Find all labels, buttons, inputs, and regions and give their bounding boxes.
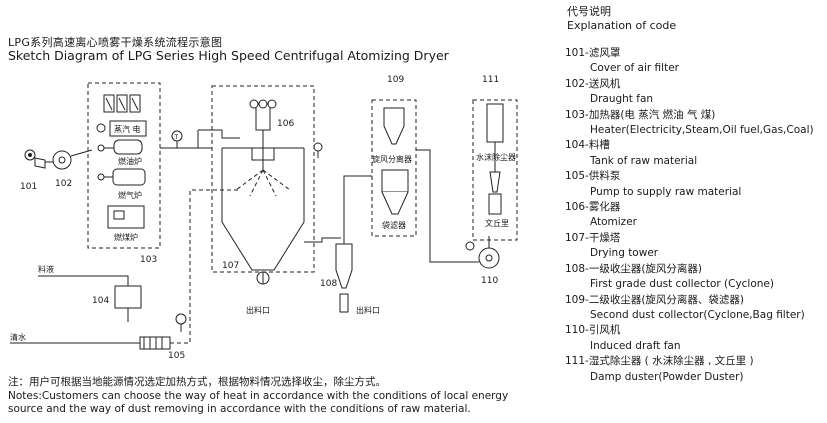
legend-item: 108-一级收尘器(旋风分离器) First grade dust collect… [565, 262, 814, 293]
diagram-title-cn: LPG系列高速离心喷雾干燥系统流程示意图 [8, 36, 223, 49]
notes-cn: 注：用户可根据当地能源情况选定加热方式，根据物料情况选择收尘，除尘方式。 [8, 376, 386, 388]
feed-pump-105 [139, 336, 171, 350]
duct-to-fan [416, 149, 472, 263]
process-flow-diagram: 101 102 蒸汽 电 燃油炉 燃气炉 燃煤炉 103 T [10, 75, 518, 361]
oil-furnace-label: 燃油炉 [118, 156, 142, 166]
label-110: 110 [481, 276, 498, 286]
legend-header: 代号说明 Explanation of code [567, 5, 676, 33]
label-111: 111 [482, 75, 499, 85]
pressure-gauge-tower-icon [313, 142, 323, 152]
flow-meter-icon [175, 313, 187, 325]
legend-code-en: Second dust collector(Cyclone,Bag filter… [590, 308, 805, 321]
diagram-title-en: Sketch Diagram of LPG Series High Speed … [8, 48, 449, 63]
svg-text:T: T [174, 134, 179, 141]
legend-code-en: Cover of air filter [590, 62, 679, 75]
raw-liquid-pipe [38, 275, 129, 286]
air-filter-cover-101 [24, 149, 46, 169]
label-104: 104 [92, 296, 109, 306]
clean-water-label: 清水 [10, 332, 26, 342]
second-collector-box-109 [371, 99, 417, 237]
coal-furnace-label: 燃煤炉 [114, 232, 138, 242]
legend-header-en: Explanation of code [567, 19, 677, 32]
pressure-gauge-fan-icon [465, 241, 475, 251]
legend-item: 107-干燥塔 Drying tower [565, 231, 814, 262]
bag-filter-109 [381, 169, 409, 215]
cyclone-separator-label: 旋风分离器 [372, 154, 412, 164]
legend-code-cn: 109-二级收尘器(旋风分离器、袋滤器) [565, 293, 745, 306]
legend-item: 109-二级收尘器(旋风分离器、袋滤器) Second dust collecto… [565, 293, 814, 324]
notes: 注：用户可根据当地能源情况选定加热方式，根据物料情况选择收尘，除尘方式。 Not… [8, 376, 508, 417]
gas-furnace-icon [97, 168, 146, 186]
electric-heater-icon [103, 94, 141, 113]
label-109: 109 [387, 75, 404, 85]
legend-item: 102-送风机 Draught fan [565, 77, 814, 108]
venturi-label: 文丘里 [485, 218, 509, 228]
legend-code-en: First grade dust collector (Cyclone) [590, 278, 774, 291]
oil-furnace-icon [97, 139, 143, 155]
legend-item: 111-湿式除尘器 ( 水沫除尘器 , 文丘里 ) Damp duster(Pow… [565, 354, 814, 385]
legend-item: 104-料槽 Tank of raw material [565, 138, 814, 169]
label-106: 106 [277, 119, 294, 129]
venturi-111 [488, 171, 502, 215]
legend-code-cn: 105-供料泵 [565, 170, 621, 183]
legend-code-cn: 101-滤风罩 [565, 47, 621, 59]
legend-code-en: Tank of raw material [590, 154, 698, 167]
cyclone-separator-109 [383, 107, 405, 145]
label-105: 105 [168, 351, 185, 361]
legend-item: 101-滤风罩 Cover of air filter [565, 46, 814, 77]
label-103: 103 [140, 255, 157, 265]
legend-code-cn: 110-引风机 [565, 324, 621, 337]
legend-code-cn: 107-干燥塔 [565, 231, 621, 244]
coal-furnace-icon [107, 205, 145, 229]
damp-duster-box-111 [472, 99, 518, 241]
legend-code-cn: 102-送风机 [565, 77, 621, 90]
water-duster-label: 水沫除尘器 [476, 152, 516, 162]
bag-filter-label: 袋滤器 [382, 220, 406, 230]
induced-draft-fan-110 [472, 236, 500, 269]
raw-liquid-label: 料液 [38, 264, 54, 274]
legend-code-en: Damp duster(Powder Duster) [590, 370, 744, 383]
water-foam-duster-111 [486, 103, 504, 172]
steam-heater-icon [96, 120, 147, 137]
legend-code-cn: 106-雾化器 [565, 201, 621, 214]
legend-code-cn: 108-一级收尘器(旋风分离器) [565, 262, 703, 275]
label-108: 108 [320, 279, 337, 289]
legend-code-cn: 111-湿式除尘器 ( 水沫除尘器 , 文丘里 ) [565, 355, 754, 368]
legend-code-en: Induced draft fan [590, 339, 681, 352]
legend-header-cn: 代号说明 [567, 5, 611, 18]
raw-material-tank-104 [114, 285, 142, 322]
legend-item: 105-供料泵 Pump to supply raw material [565, 169, 814, 200]
legend-item: 106-雾化器 Atomizer [565, 200, 814, 231]
heater-box-103 [87, 82, 161, 249]
legend-code-en: Atomizer [590, 216, 637, 229]
legend-item: 103-加热器(电 蒸汽 燃油 气 煤) Heater(Electricity,S… [565, 108, 814, 139]
legend-code-cn: 104-料槽 [565, 139, 610, 152]
notes-en-line1: Notes:Customers can choose the way of he… [8, 389, 509, 402]
code-legend: 101-滤风罩 Cover of air filter 102-送风机 Draugh… [565, 46, 814, 385]
legend-code-en: Drying tower [590, 247, 659, 260]
outlet-label-2: 出料口 [356, 305, 380, 315]
legend-item: 110-引风机 Induced draft fan [565, 323, 814, 354]
drying-tower-107 [197, 85, 315, 285]
cyclone-108 [335, 175, 360, 313]
outlet-label-1: 出料口 [246, 305, 270, 315]
label-107: 107 [222, 261, 239, 271]
legend-code-en: Heater(Electricity,Steam,Oil fuel,Gas,Co… [590, 124, 814, 137]
steam-electric-label: 蒸汽 电 [114, 124, 141, 134]
draught-fan-102 [45, 149, 93, 170]
exhaust-pipe [304, 237, 341, 243]
gas-furnace-label: 燃气炉 [118, 190, 142, 200]
notes-en-line2: source and the way of dust removing in a… [8, 403, 471, 415]
label-101: 101 [20, 182, 37, 192]
label-102: 102 [55, 179, 72, 189]
legend-code-en: Pump to supply raw material [590, 185, 742, 198]
legend-code-cn: 103-加热器(电 蒸汽 燃油 气 煤) [565, 108, 716, 121]
feed-line-to-atomizer [170, 189, 240, 344]
legend-code-en: Draught fan [590, 93, 654, 106]
